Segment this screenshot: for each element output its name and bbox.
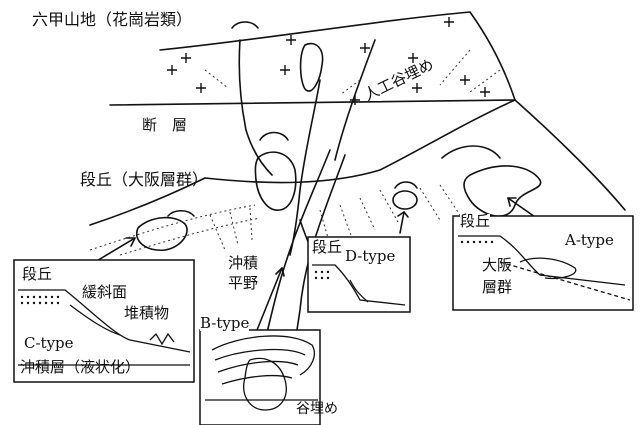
rokko-mountains-label: 六甲山地（花崗岩類）: [32, 10, 193, 29]
inset-a-osaka-label-2: 層群: [482, 278, 513, 296]
terrace-slope-edge: [89, 177, 206, 226]
inset-a-osaka-label-1: 大阪: [482, 256, 513, 274]
inset-a-terrace-label: 段丘: [460, 212, 491, 230]
terrace-osaka-label: 段丘（大阪層群）: [80, 170, 209, 189]
fault-line: [109, 99, 516, 106]
arrow-d-head: [397, 211, 409, 218]
slide-a-mass: [463, 165, 542, 217]
inset-b-valley-fill-label: 谷埋め: [296, 401, 338, 417]
arrow-c: [94, 237, 136, 263]
inset-c-gentle-slope-label: 緩斜面: [82, 283, 128, 301]
inset-d-box: [307, 236, 411, 313]
slide-c-scarp: [167, 209, 195, 217]
slide-a-scarp: [441, 145, 501, 159]
stream-center: [289, 79, 321, 256]
arrow-c-head: [125, 237, 136, 247]
slide-b-upper: [299, 42, 324, 92]
mountain-outline: [159, 11, 516, 101]
inset-a-type-label: A-type: [565, 231, 614, 249]
inset-a-box: [452, 215, 634, 311]
terrace-top-edge: [204, 99, 516, 184]
inset-c-box: [13, 259, 195, 383]
inset-c-type-label: C-type: [24, 334, 74, 352]
inset-c-terrace-label: 段丘: [22, 265, 53, 283]
arrow-d: [399, 211, 405, 234]
fault-label: 断 層: [142, 116, 188, 134]
alluvial-plain-label-2: 平野: [228, 274, 259, 292]
inset-c-deposit-label: 堆積物: [124, 304, 170, 322]
slide-b-main: [254, 151, 297, 211]
slide-d-mass: [392, 190, 418, 210]
stream-left: [238, 39, 273, 176]
slide-b-scarp: [259, 131, 289, 141]
inset-d-terrace-label: 段丘: [312, 238, 343, 256]
arrow-a-head: [507, 197, 517, 207]
slide-d-scarp: [394, 181, 418, 189]
inset-c-alluvium-label: 沖積層（液状化）: [20, 358, 141, 376]
inset-d-type-label: D-type: [345, 247, 396, 265]
slide-top-scarp: [231, 21, 259, 29]
terrace-right-edge: [514, 99, 626, 211]
arrow-b: [254, 267, 283, 336]
slide-c-mass: [135, 216, 188, 252]
arrow-b-head: [275, 267, 285, 277]
inset-b-type-label: B-type: [200, 314, 250, 332]
alluvial-plain-label-1: 沖積: [228, 254, 259, 272]
